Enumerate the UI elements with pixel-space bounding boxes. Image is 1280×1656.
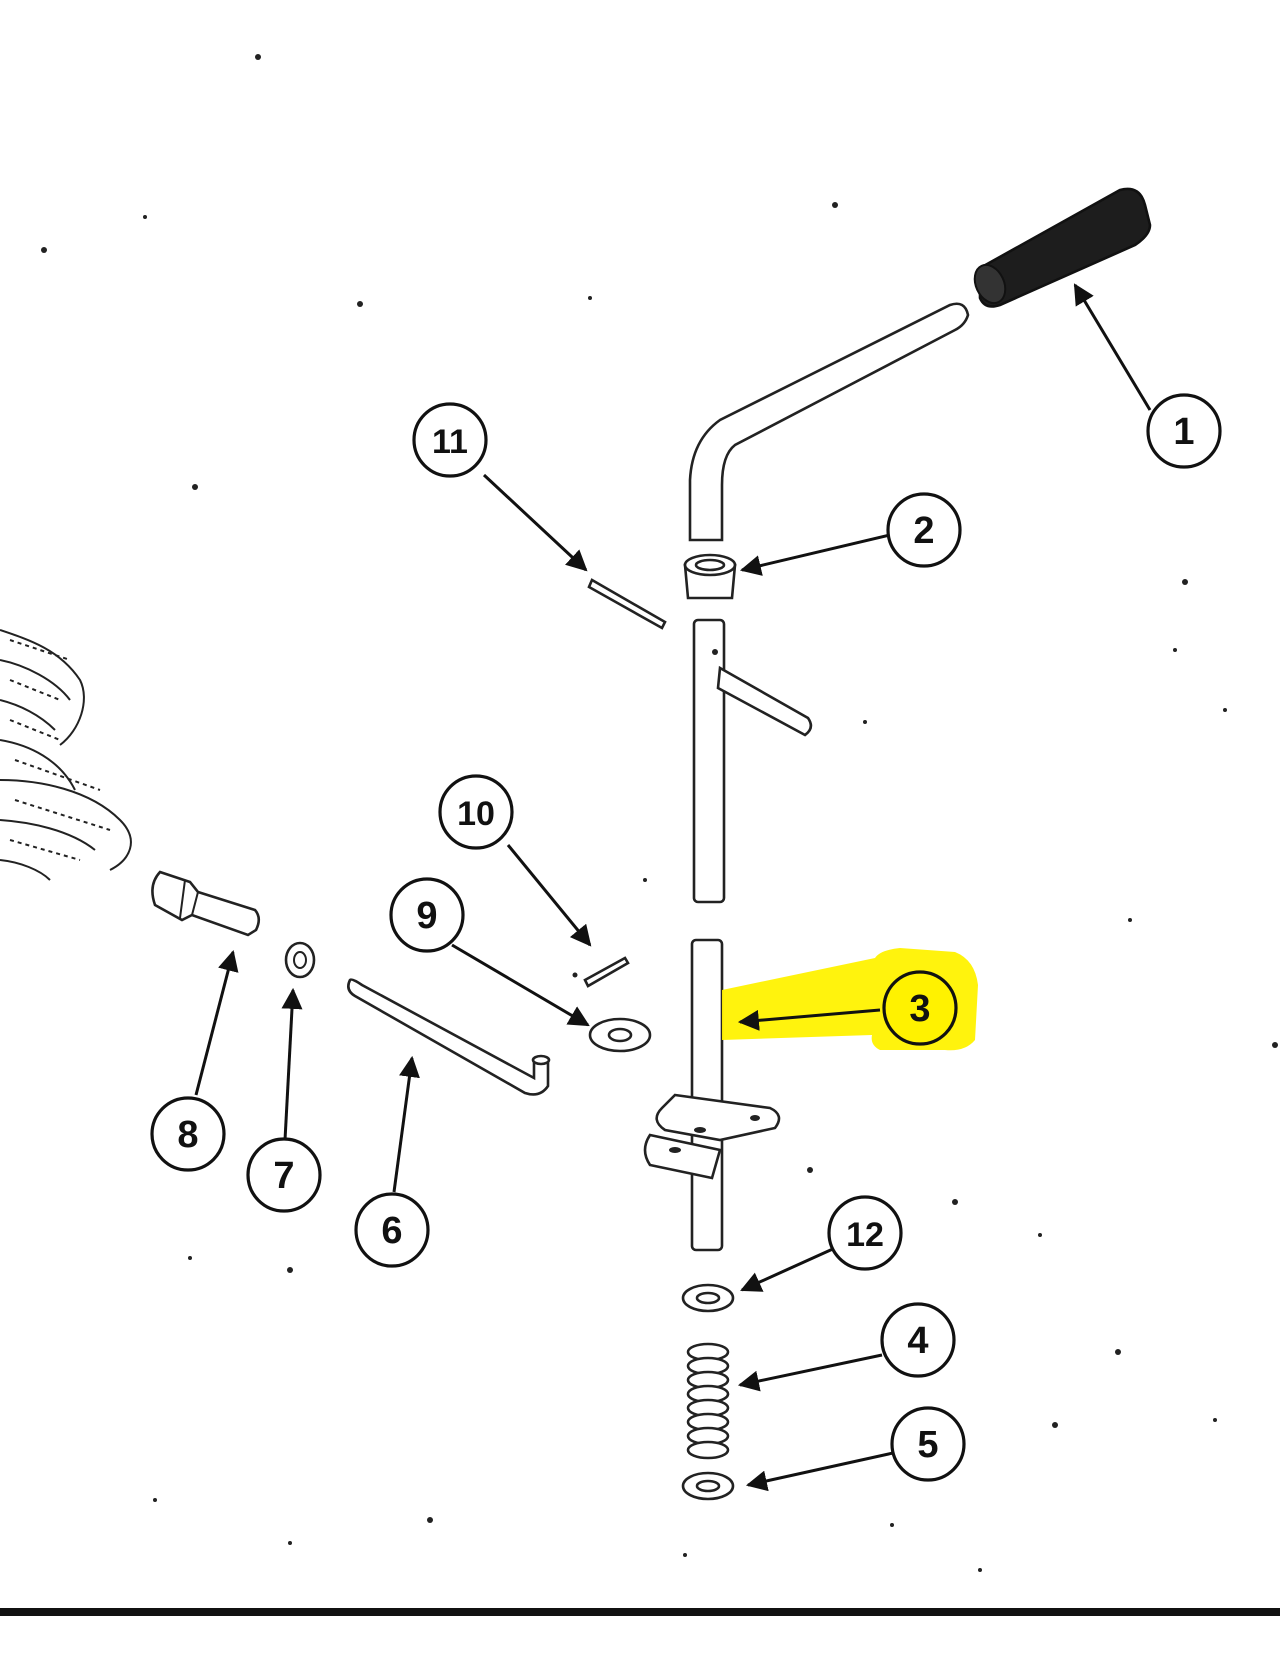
callout-6: 6 [354,1192,430,1268]
part-6-link-rod [347,978,551,1096]
bottom-border-line [0,1608,1280,1616]
callout-7: 7 [246,1137,322,1213]
callout-5-label: 5 [917,1424,938,1466]
part-9-washer [588,1017,652,1053]
leader-lines [194,283,1152,1492]
part-10-cotter-pin [572,956,630,988]
callout-11-label: 11 [432,423,468,461]
part-4-spring [686,1342,730,1460]
part-3-shaft-bracket [643,938,781,1252]
part-11-pin [587,578,667,630]
part-5-washer [681,1471,735,1501]
upper-shaft [692,618,813,904]
callout-2: 2 [886,492,962,568]
callout-1: 1 [1146,393,1222,469]
callout-10: 10 [438,774,514,850]
callout-6-label: 6 [381,1210,402,1252]
callout-8: 8 [150,1096,226,1172]
callout-9-label: 9 [416,895,437,937]
callout-9: 9 [389,877,465,953]
part-7-nut [284,941,316,979]
callout-1-label: 1 [1173,411,1194,453]
callout-3-label: 3 [909,988,930,1030]
callout-12-label: 12 [846,1216,884,1254]
callout-12: 12 [827,1195,903,1271]
lever-rod [688,302,970,542]
callout-7-label: 7 [273,1155,294,1197]
part-12-washer [681,1283,735,1313]
callout-8-label: 8 [177,1114,198,1156]
callouts: 1 2 3 4 5 6 7 8 [150,393,1222,1482]
part-8-pivot-stud [151,870,261,937]
callout-3: 3 [882,970,958,1046]
callout-4: 4 [880,1302,956,1378]
part-1-handle-grip [973,187,1152,308]
callout-5: 5 [890,1406,966,1482]
adjacent-assembly [0,629,132,881]
callout-10-label: 10 [457,795,495,833]
callout-11: 11 [412,402,488,478]
callout-2-label: 2 [913,510,934,552]
scan-specks [41,54,1278,1572]
callout-4-label: 4 [907,1320,928,1362]
part-2-bushing [683,553,737,600]
